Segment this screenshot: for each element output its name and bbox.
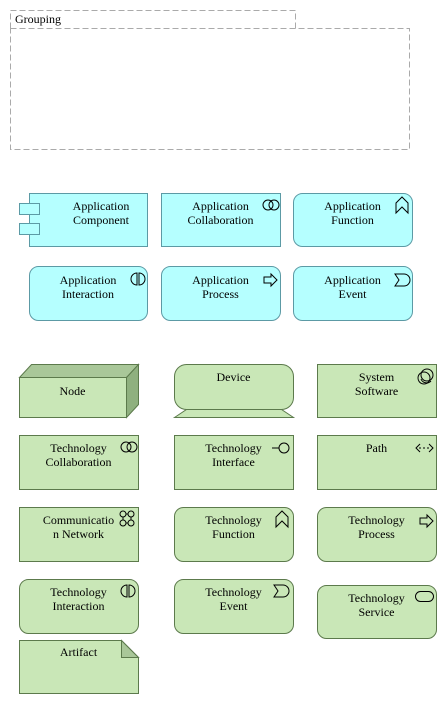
application-event[interactable] — [293, 266, 413, 321]
technology-event[interactable] — [174, 579, 294, 634]
technology-process-label: Technology Process — [348, 513, 405, 541]
technology-interaction-label: Technology Interaction — [50, 585, 107, 613]
application-function-label: Application Function — [324, 199, 381, 227]
application-function[interactable] — [293, 193, 413, 247]
process-icon — [263, 272, 278, 288]
application-event-label: Application Event — [324, 273, 381, 301]
technology-interface[interactable] — [174, 435, 294, 490]
technology-service[interactable] — [317, 585, 437, 639]
technology-path[interactable] — [317, 435, 437, 490]
function-icon — [395, 196, 409, 215]
technology-interaction[interactable] — [19, 579, 139, 634]
application-process[interactable] — [161, 266, 281, 321]
technology-node-label: Node — [59, 384, 86, 398]
technology-function[interactable] — [174, 507, 294, 562]
technology-artifact[interactable] — [19, 639, 140, 694]
application-collaboration[interactable] — [161, 193, 281, 247]
technology-interface-label: Technology Interface — [205, 441, 262, 469]
technology-node[interactable] — [18, 363, 140, 419]
event-icon — [394, 273, 411, 287]
network-icon — [119, 510, 135, 527]
service-icon — [415, 591, 434, 602]
application-process-label: Application Process — [192, 273, 249, 301]
process-icon — [419, 513, 434, 529]
path-icon — [415, 443, 434, 453]
technology-communication-network[interactable] — [19, 507, 139, 562]
technology-service-label: Technology Service — [348, 591, 405, 619]
system-software-icon — [417, 368, 434, 385]
application-interaction[interactable] — [29, 266, 148, 321]
collaboration-icon — [120, 441, 138, 453]
technology-collaboration-label: Technology Collaboration — [45, 441, 112, 469]
interaction-icon — [120, 584, 136, 598]
application-interaction-label: Application Interaction — [59, 273, 117, 301]
technology-system-software[interactable] — [317, 364, 437, 418]
technology-function-label: Technology Function — [205, 513, 262, 541]
function-icon — [275, 510, 289, 529]
event-icon — [273, 584, 290, 598]
interface-icon — [272, 442, 290, 454]
interaction-icon — [130, 272, 146, 286]
application-component-label: Application Component — [72, 199, 130, 227]
grouping-element[interactable] — [10, 10, 410, 150]
technology-communication-network-label: Communicatio n Network — [42, 513, 115, 541]
application-component[interactable] — [19, 193, 148, 247]
technology-event-label: Technology Event — [205, 585, 262, 613]
application-collaboration-label: Application Collaboration — [187, 199, 254, 227]
technology-path-label: Path — [365, 441, 388, 455]
technology-system-software-label: System Software — [354, 370, 399, 398]
technology-device[interactable] — [172, 364, 296, 418]
technology-artifact-label: Artifact — [59, 645, 98, 659]
grouping-label: Grouping — [15, 12, 61, 26]
technology-collaboration[interactable] — [19, 435, 139, 490]
technology-device-label: Device — [216, 370, 251, 384]
technology-process[interactable] — [317, 507, 437, 562]
collaboration-icon — [262, 199, 280, 211]
